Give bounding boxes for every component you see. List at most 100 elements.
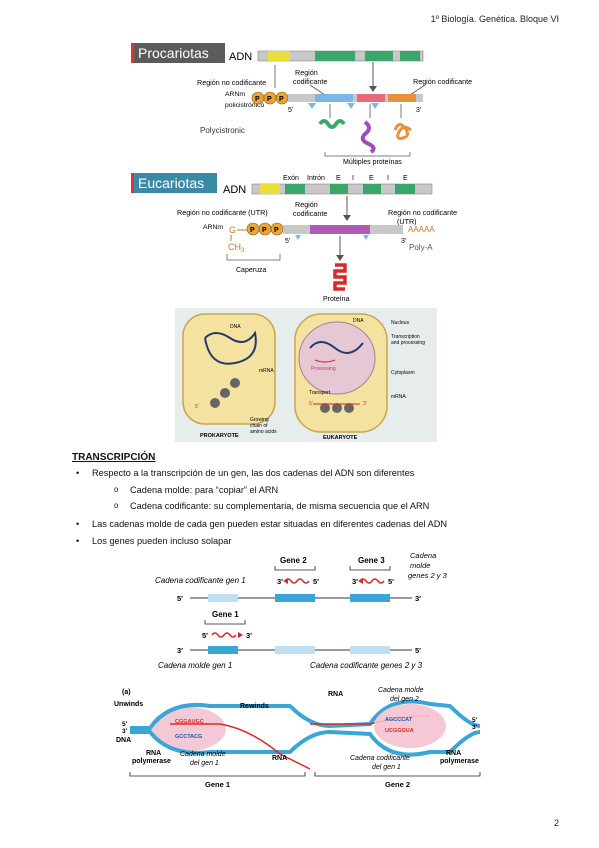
- top-five: 5′: [177, 594, 183, 603]
- fig4-a: (a): [122, 689, 131, 696]
- euk-five: 5': [309, 401, 313, 407]
- bullet-3: • Los genes pueden incluso solapar: [76, 535, 232, 547]
- g3-five: 5′: [388, 577, 394, 586]
- nucleus: [298, 321, 376, 395]
- cad-cod-gen1-b: del gen 1: [372, 764, 401, 771]
- bullet-2-text: Las cadenas molde de cada gen pueden est…: [92, 519, 447, 529]
- g1-five: 5′: [202, 631, 208, 640]
- bot-five: 5′: [415, 646, 421, 655]
- g1-three: 3′: [246, 631, 252, 640]
- l-three: 3′: [122, 728, 128, 735]
- euk-region-cod-top: Región: [295, 200, 318, 209]
- bullet-2: • Las cadenas molde de cada gen pueden e…: [76, 518, 447, 530]
- l-five: 5′: [122, 721, 128, 728]
- euk-arnm: ARNm: [203, 224, 223, 231]
- euk-exon: Exón: [283, 175, 299, 182]
- prok-title: Procariotas: [138, 45, 209, 61]
- cad-molde-23-a: Cadena: [410, 551, 436, 560]
- nucleus-label: Nucleus: [391, 320, 410, 326]
- mrna2-label: mRNA: [391, 394, 406, 400]
- euk-p1: P: [250, 227, 255, 234]
- g2-five: 5′: [313, 577, 319, 586]
- seq3: AGCCCAT: [385, 717, 413, 723]
- euk-protein: [333, 263, 347, 291]
- top-three: 3′: [415, 594, 421, 603]
- growing2: chain of: [250, 423, 268, 429]
- cad-molde-gen1-a: Cadena molde: [180, 751, 226, 758]
- protein-purple: [360, 120, 376, 154]
- euk-aaaaa: AAAAA: [408, 225, 435, 234]
- cad-molde-23-c: genes 2 y 3: [408, 571, 448, 580]
- cad-molde-gen1: Cadena molde gen 1: [158, 661, 232, 670]
- g3-three: 3′: [352, 577, 358, 586]
- euk-region-no-cod-utr: Región no codificante (UTR): [177, 208, 268, 217]
- gene2-label: Gene 2: [280, 556, 307, 565]
- gene3-label: Gene 3: [358, 556, 385, 565]
- gene2-bottom: Gene 2: [385, 780, 410, 789]
- rna-pol1-a: RNA: [146, 750, 161, 757]
- euk-three: 3': [363, 401, 367, 407]
- euk-polya: Poly-A: [409, 243, 433, 252]
- transcripcion-title: TRANSCRIPCIÓN: [72, 452, 156, 463]
- euk-p2: P: [262, 227, 267, 234]
- r-three: 3′: [472, 724, 478, 731]
- prok-mrna: mRNA: [259, 368, 274, 374]
- bullet-1a-text: Cadena molde: para “copiar” el ARN: [130, 485, 279, 495]
- euk-title-box: [133, 173, 217, 193]
- euk-e1: E: [336, 175, 341, 182]
- transcription2: and processing: [391, 340, 425, 346]
- euk-region-cod-bot: codificante: [293, 209, 327, 218]
- euk-3prime: 3': [401, 238, 406, 245]
- rna-pol2-a: RNA: [446, 750, 461, 757]
- cad-molde-gen2-b: del gen 2: [390, 696, 419, 703]
- rna-bottom: RNA: [272, 755, 287, 762]
- cad-molde-gen2-a: Cadena molde: [378, 687, 424, 694]
- prok-dna: DNA: [230, 324, 241, 330]
- prok-arnm: ARNm: [225, 91, 245, 98]
- bullet-1-text: Respecto a la transcripción de un gen, l…: [92, 468, 415, 478]
- cad-molde-gen1-b: del gen 1: [190, 760, 219, 767]
- cad-cod-gen1-a: Cadena codificante: [350, 755, 410, 762]
- euk-adn-label: ADN: [223, 184, 246, 196]
- euk-5prime: 5': [285, 238, 290, 245]
- r-five: 5′: [472, 717, 478, 724]
- prok-title-box: [133, 43, 225, 63]
- prok-region-no-cod: Región no codificante: [197, 78, 266, 87]
- rna-top: RNA: [328, 691, 343, 698]
- rewinds: Rewinds: [240, 703, 269, 710]
- cytoplasm-label: Cytoplasm: [391, 370, 415, 376]
- cad-molde-23-b: molde: [410, 561, 430, 570]
- cell-figure: DNA mRNA 5' Growing chain of amino acids…: [175, 308, 437, 442]
- header-course: 1º Biología. Genética. Bloque VI: [430, 14, 559, 24]
- prok-p2: P: [267, 96, 272, 103]
- sub-bullet-dot: o: [114, 501, 119, 510]
- euk-proteina: Proteína: [323, 296, 350, 303]
- gene1-bottom: Gene 1: [205, 780, 230, 789]
- prok-p3: P: [279, 96, 284, 103]
- prok-region-cod-right: Región codificante: [413, 77, 472, 86]
- rna-polymerase-figure: (a) Unwinds 5′ 3′ DNA CGGAUGC GCCTACG Re…: [114, 687, 481, 789]
- protein-green: [318, 119, 346, 129]
- transport-label: Transport: [309, 390, 331, 396]
- prok-policistronico: policistrónico: [225, 102, 265, 109]
- euk-utr-right: (UTR): [397, 217, 417, 226]
- prok-3prime: 3': [416, 107, 421, 114]
- prok-5prime: 5': [288, 107, 293, 114]
- gene-strand-figure: Gene 2 Gene 3 Cadena molde genes 2 y 3 3…: [155, 551, 448, 670]
- bullet-1b-text: Cadena codificante: su complementaria, d…: [130, 501, 430, 511]
- euk-caperuza: Caperuza: [236, 267, 266, 274]
- gene1-label: Gene 1: [212, 610, 239, 619]
- euk-region-no-cod-right: Región no codificante: [388, 208, 457, 217]
- euk-p3: P: [274, 227, 279, 234]
- page-number: 2: [553, 818, 559, 828]
- rna-pol2-b: polymerase: [440, 758, 479, 765]
- bullet-dot: •: [76, 536, 80, 546]
- sub-bullet-dot: o: [114, 485, 119, 494]
- bullet-1b: o Cadena codificante: su complementaria,…: [114, 500, 430, 512]
- bullet-1: • Respecto a la transcripción de un gen,…: [76, 467, 415, 479]
- cad-cod-23: Cadena codificante genes 2 y 3: [310, 661, 423, 670]
- bullet-3-text: Los genes pueden incluso solapar: [92, 536, 232, 546]
- bullet-dot: •: [76, 468, 80, 478]
- rna-pol1-b: polymerase: [132, 758, 171, 765]
- seq1: CGGAUGC: [175, 719, 204, 725]
